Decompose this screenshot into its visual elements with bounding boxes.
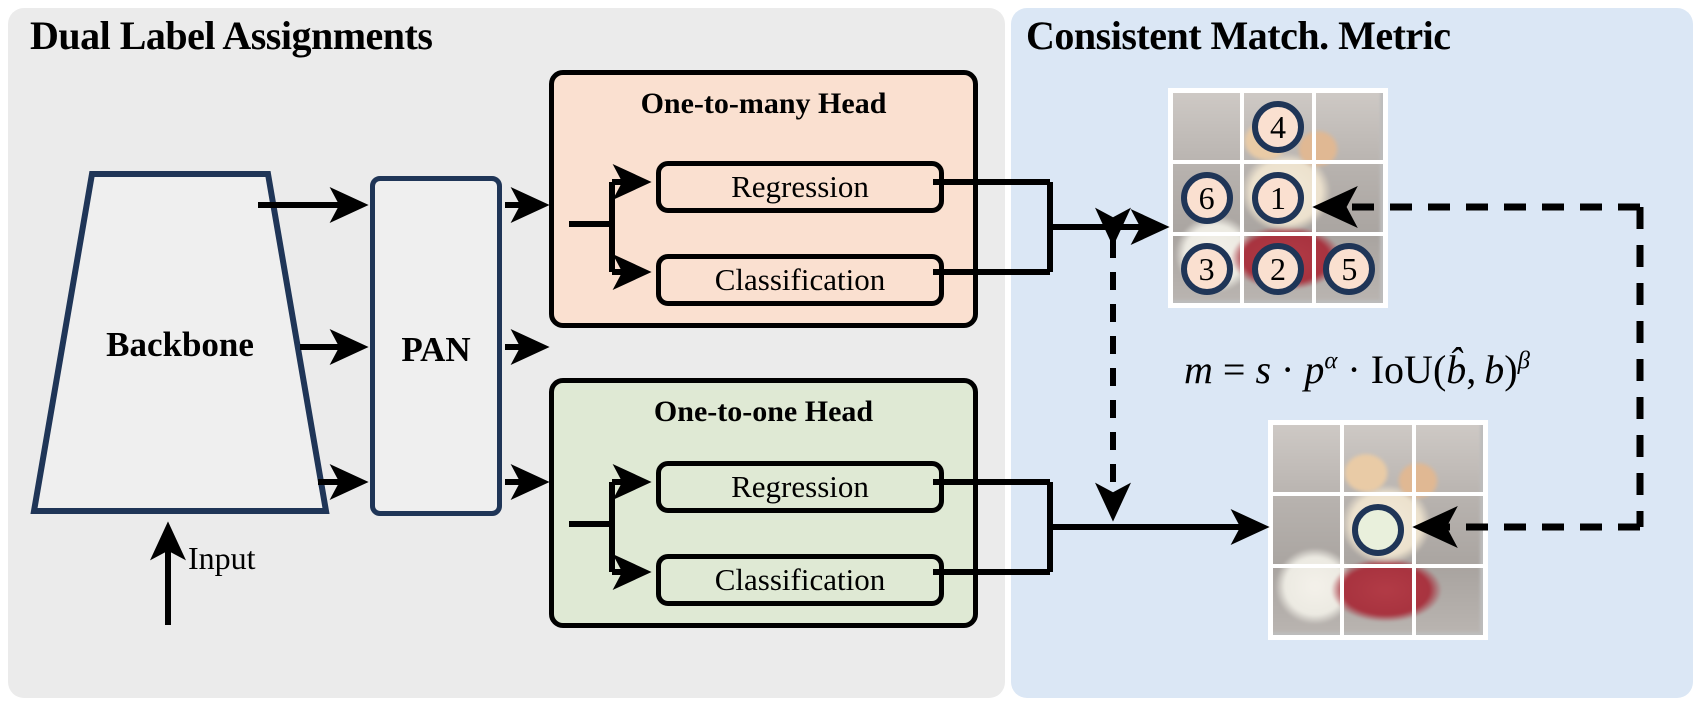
grid-cell: 6 <box>1173 164 1241 232</box>
formula-m: m <box>1184 347 1213 392</box>
one-to-one-regression-box: Regression <box>656 461 944 513</box>
dog-photo-tile <box>1173 93 1241 161</box>
dog-photo-tile <box>1273 496 1341 564</box>
dog-photo-tile <box>1315 164 1380 232</box>
formula-equals: = <box>1222 347 1246 392</box>
one-to-many-classification-box: Classification <box>656 254 944 306</box>
grid-cell <box>1344 567 1412 635</box>
formula-dot-2: · <box>1347 347 1361 392</box>
grid-cell: 5 <box>1315 235 1383 303</box>
backbone-trapezoid <box>30 170 330 515</box>
pan-box <box>370 176 502 516</box>
grid-cell <box>1273 425 1341 493</box>
dog-photo-tile <box>1415 567 1480 632</box>
assignment-marker-1: 1 <box>1251 171 1304 224</box>
one-to-one-head-box: One-to-one Head Regression Classificatio… <box>549 378 978 628</box>
one-to-many-head-box: One-to-many Head Regression Classificati… <box>549 70 978 328</box>
grid-cell <box>1315 93 1383 161</box>
grid-cell <box>1344 496 1412 564</box>
dog-photo-tile <box>1315 93 1380 161</box>
grid-cell <box>1415 496 1483 564</box>
assignment-marker-3: 3 <box>1180 243 1233 296</box>
grid-cell: 2 <box>1244 235 1312 303</box>
formula-iou: IoU <box>1370 347 1433 392</box>
consistent-match-metric-formula: m = s · pα · IoU(b̂, b)β <box>1184 346 1530 393</box>
formula-comma: , <box>1466 347 1477 392</box>
grid-cell <box>1273 567 1341 635</box>
one-to-one-head-title: One-to-one Head <box>653 395 874 428</box>
dog-photo-tile <box>1344 425 1412 493</box>
formula-dot-1: · <box>1281 347 1295 392</box>
one-to-one-assignment-grid <box>1268 420 1488 640</box>
formula-alpha: α <box>1324 347 1338 375</box>
one-to-one-selected-marker <box>1351 503 1404 556</box>
grid-cell <box>1344 425 1412 493</box>
dog-photo-tile <box>1415 496 1480 564</box>
assignment-marker-4: 4 <box>1251 100 1304 153</box>
grid-cell <box>1273 496 1341 564</box>
formula-p: p <box>1304 347 1325 392</box>
formula-close-paren: ) <box>1504 347 1518 392</box>
grid-cell <box>1315 164 1383 232</box>
one-to-many-regression-box: Regression <box>656 161 944 213</box>
formula-beta: β <box>1517 347 1530 375</box>
panel-right-title: Consistent Match. Metric <box>1026 13 1451 58</box>
grid-cell <box>1415 425 1483 493</box>
dog-photo-tile <box>1344 567 1412 632</box>
formula-b: b <box>1484 347 1505 392</box>
grid-cell: 1 <box>1244 164 1312 232</box>
grid-cell <box>1415 567 1483 635</box>
formula-open-paren: ( <box>1432 347 1447 392</box>
one-to-many-head-title: One-to-many Head <box>640 87 887 120</box>
input-label: Input <box>188 540 256 576</box>
panel-left-title: Dual Label Assignments <box>30 13 433 58</box>
formula-s: s <box>1255 347 1272 392</box>
grid-cell <box>1173 93 1241 161</box>
assignment-marker-6: 6 <box>1180 171 1233 224</box>
backbone-label: Backbone <box>106 325 254 364</box>
assignment-marker-2: 2 <box>1251 243 1304 296</box>
assignment-marker-5: 5 <box>1323 243 1376 296</box>
dog-photo-tile <box>1273 425 1341 493</box>
dog-photo-tile <box>1273 567 1341 632</box>
grid-cell: 4 <box>1244 93 1312 161</box>
pan-label: PAN <box>401 330 471 369</box>
one-to-one-classification-box: Classification <box>656 554 944 606</box>
formula-bhat: b̂ <box>1446 347 1467 392</box>
dog-photo-tile <box>1415 425 1480 493</box>
grid-cell: 3 <box>1173 235 1241 303</box>
